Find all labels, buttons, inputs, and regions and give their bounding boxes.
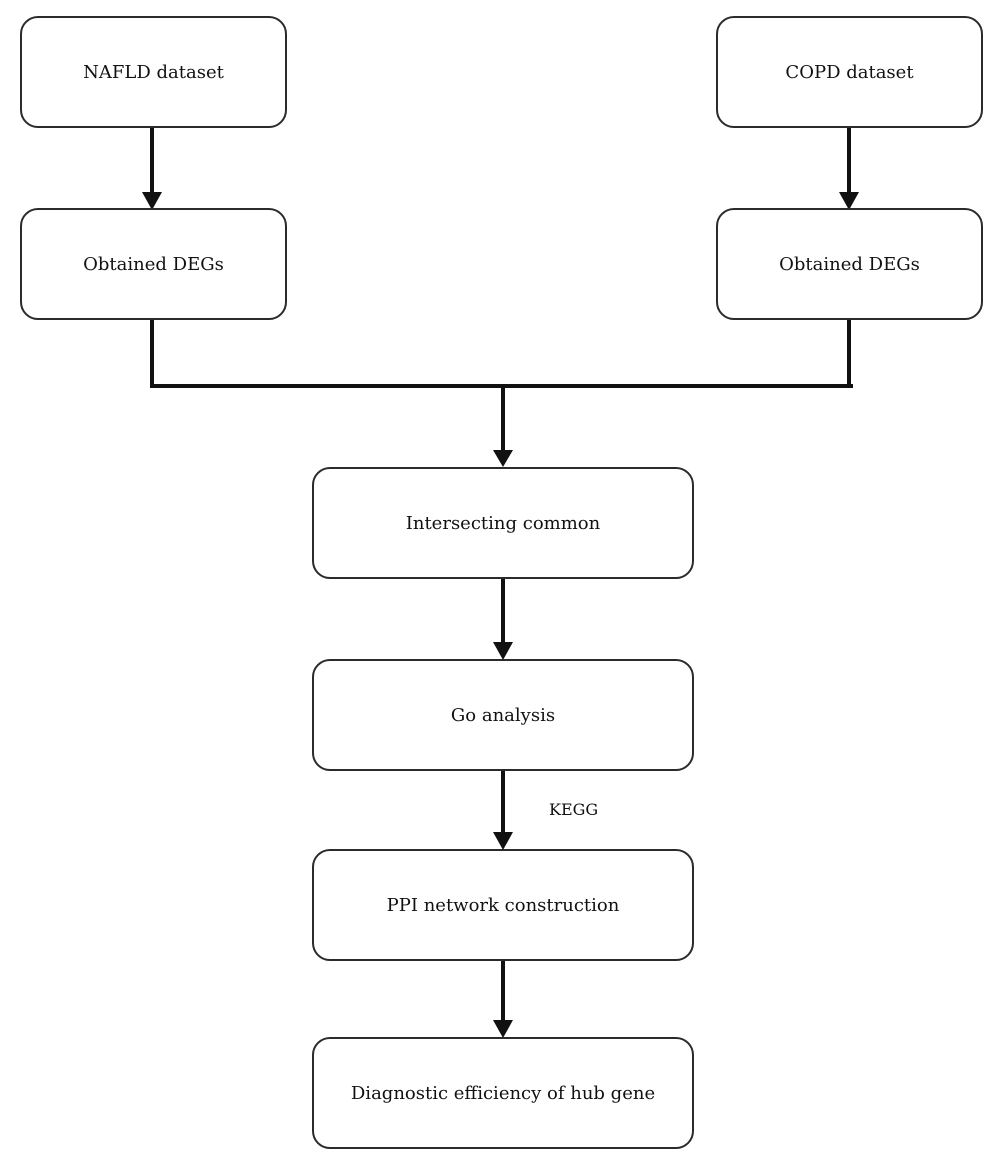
arrowhead-nafld-to-degs [142,192,162,210]
obtained-degs-right-label: Obtained DEGs [779,253,920,275]
arrowhead-intersect-to-go [493,642,513,660]
kegg-edge-label: KEGG [549,800,599,819]
go-analysis-box: Go analysis [312,659,694,771]
arrowhead-go-to-ppi [493,832,513,850]
arrowhead-ppi-to-diagnostic [493,1020,513,1038]
ppi-network-construction-box: PPI network construction [312,849,694,961]
intersecting-common-label: Intersecting common [405,512,601,534]
obtained-degs-right-box: Obtained DEGs [716,208,983,320]
obtained-degs-left-label: Obtained DEGs [83,253,224,275]
arrowhead-merge-to-intersect [493,450,513,467]
go-analysis-label: Go analysis [450,704,556,726]
nafld-dataset-box: NAFLD dataset [20,16,287,128]
copd-dataset-box: COPD dataset [716,16,983,128]
arrowhead-copd-to-degs [839,192,859,210]
intersecting-common-box: Intersecting common [312,467,694,579]
copd-dataset-label: COPD dataset [785,61,914,83]
ppi-network-construction-label: PPI network construction [386,894,620,916]
obtained-degs-left-box: Obtained DEGs [20,208,287,320]
diagnostic-efficiency-label: Diagnostic efficiency of hub gene [350,1082,656,1104]
diagnostic-efficiency-box: Diagnostic efficiency of hub gene [312,1037,694,1149]
nafld-dataset-label: NAFLD dataset [83,61,224,83]
